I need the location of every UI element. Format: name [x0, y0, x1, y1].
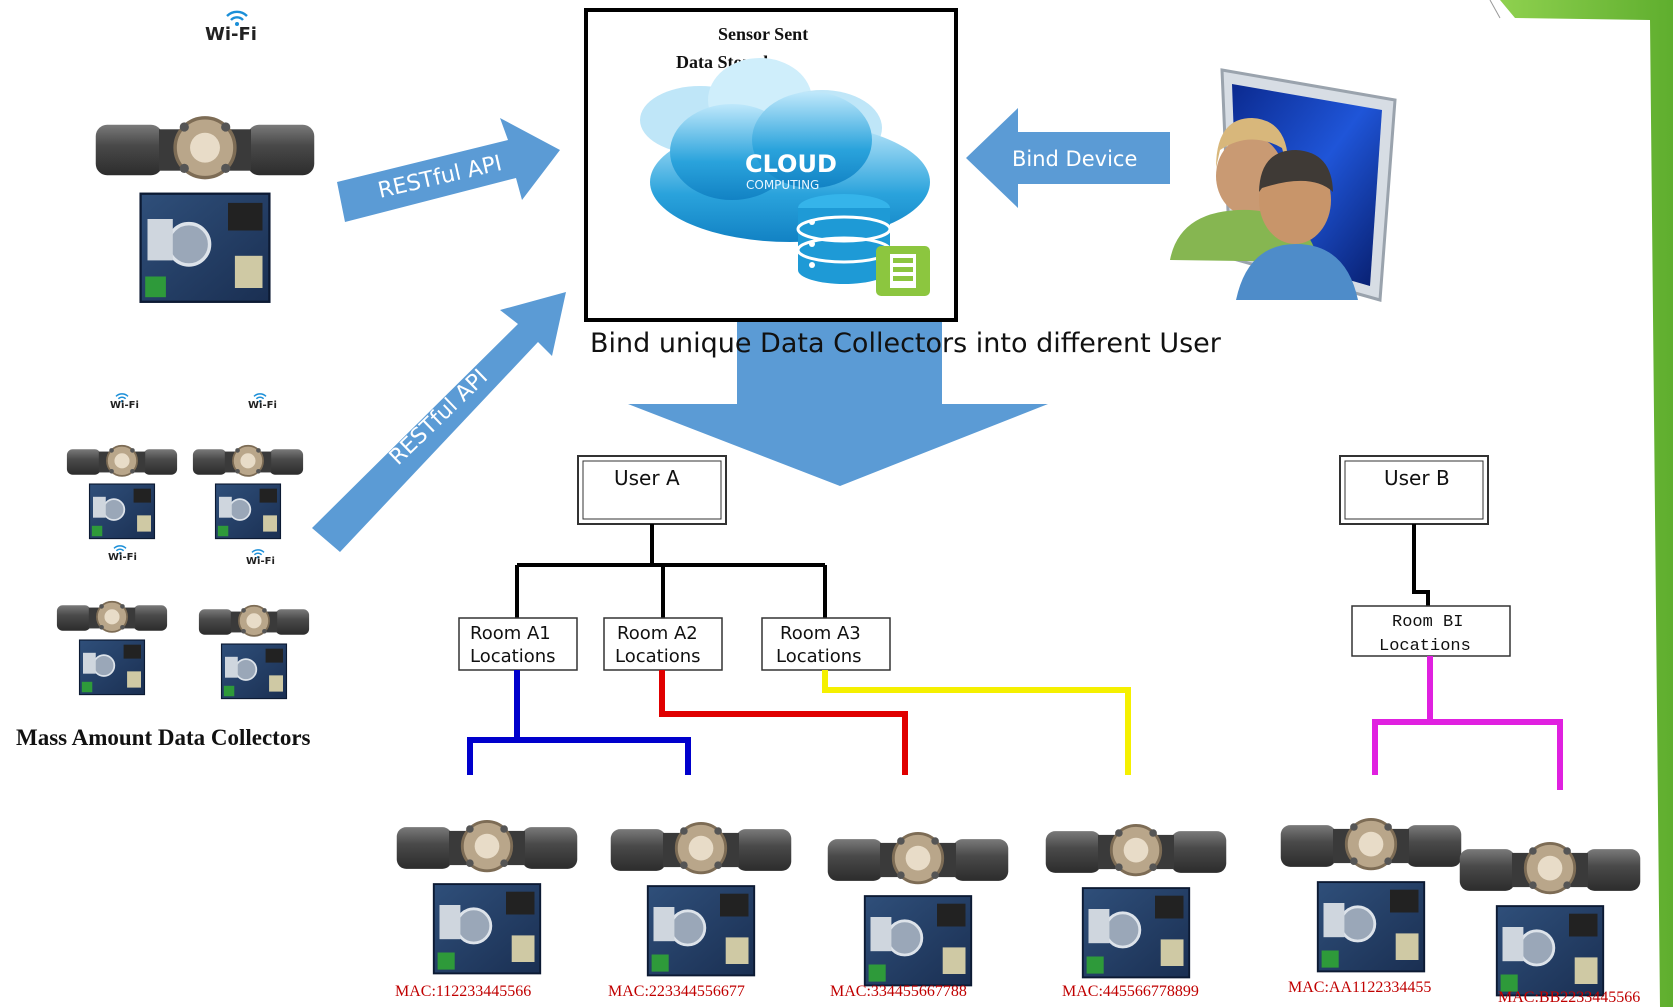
- room-a1-connector: [467, 670, 691, 775]
- wifi-label-1: Wi-Fi: [110, 400, 139, 411]
- restful-api-arrow-top: RESTful API: [337, 118, 560, 222]
- room-a3-line1: Room A3: [780, 623, 861, 644]
- user-a-label: User A: [614, 466, 680, 490]
- room-a1-box: Room A1 Locations: [458, 617, 578, 671]
- room-a2-line1: Room A2: [617, 623, 698, 644]
- bind-caption: Bind unique Data Collectors into differe…: [590, 328, 1222, 359]
- mac-label-6: MAC:BB2233445566: [1498, 989, 1640, 1006]
- wifi-label-main: Wi-Fi: [205, 24, 257, 45]
- room-a3-box: Room A3 Locations: [761, 617, 891, 671]
- mass-collector-4: [198, 604, 310, 700]
- mac-label-3: MAC:334455667788: [830, 983, 967, 1000]
- room-b1-connector: [1372, 656, 1563, 790]
- mass-collector-3: [56, 600, 168, 696]
- bind-down-arrow: [628, 322, 1048, 486]
- restful-api-arrow-bottom: RESTful API: [312, 292, 566, 552]
- user-a-branches: [515, 524, 827, 618]
- device-mac-2: [609, 821, 793, 977]
- device-mac-6: [1458, 841, 1642, 997]
- corner-accent-bar: [1500, 0, 1673, 1007]
- wifi-icon: Wi-Fi: [205, 10, 257, 45]
- device-mac-4: [1044, 823, 1228, 979]
- mac-labels: MAC:112233445566 MAC:223344556677 MAC:33…: [395, 979, 1640, 1006]
- mass-collector-2: [192, 444, 304, 540]
- mass-collectors-group: Wi-Fi Wi-Fi Wi-Fi Wi-Fi: [56, 393, 310, 700]
- mac-label-1: MAC:112233445566: [395, 983, 531, 1000]
- user-b-label: User B: [1384, 466, 1450, 490]
- mass-collector-1: [66, 444, 178, 540]
- mac-label-2: MAC:223344556677: [608, 983, 745, 1000]
- room-a2-connector: [659, 670, 908, 775]
- cloud-word: CLOUD: [745, 150, 837, 178]
- room-a2-line2: Locations: [615, 646, 701, 667]
- wifi-label-4: Wi-Fi: [246, 556, 275, 567]
- room-a1-line1: Room A1: [470, 623, 551, 644]
- room-b1-line2: Locations: [1379, 637, 1471, 656]
- mass-collectors-label: Mass Amount Data Collectors: [16, 725, 311, 750]
- wifi-label-3: Wi-Fi: [108, 552, 137, 563]
- room-a3-connector: [822, 670, 1131, 775]
- room-a1-line2: Locations: [470, 646, 556, 667]
- restful-api-label-bottom: RESTful API: [385, 365, 493, 471]
- wifi-label-2: Wi-Fi: [248, 400, 277, 411]
- data-collector-device: [94, 116, 316, 304]
- room-a2-box: Room A2 Locations: [603, 617, 723, 671]
- device-mac-5: [1279, 817, 1463, 973]
- user-a-box: [577, 455, 727, 525]
- user-b-branches: [1412, 524, 1430, 606]
- device-mac-3: [826, 831, 1010, 987]
- room-b1-box: Room BI Locations: [1351, 605, 1511, 657]
- cloud-sub: COMPUTING: [746, 178, 819, 192]
- users-icon: [1170, 68, 1397, 302]
- room-a3-line2: Locations: [776, 646, 862, 667]
- cloud-title-line1: Sensor Sent: [718, 24, 808, 44]
- room-b1-line1: Room BI: [1392, 613, 1463, 632]
- user-b-box: [1339, 455, 1489, 525]
- mac-label-4: MAC:445566778899: [1062, 983, 1199, 1000]
- server-icon: [876, 246, 930, 296]
- mac-label-5: MAC:AA1122334455: [1288, 979, 1431, 996]
- device-mac-1: [395, 819, 579, 975]
- bind-device-label: Bind Device: [1012, 147, 1137, 171]
- bind-device-arrow: Bind Device: [966, 108, 1170, 208]
